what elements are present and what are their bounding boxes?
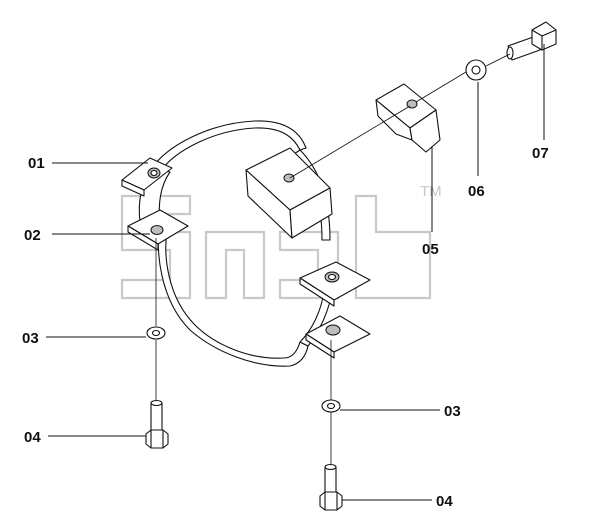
saddle-block	[245, 147, 371, 307]
bolt-07	[506, 21, 557, 61]
clamp-band	[138, 120, 333, 367]
assembly-axes	[155, 53, 511, 464]
washer-03-right	[321, 399, 341, 413]
washer-06	[465, 59, 487, 81]
bolt-04-left	[145, 399, 169, 449]
trademark-mark: TM	[420, 183, 442, 200]
cap-piece-05	[375, 83, 441, 153]
label-part-07: 07	[532, 145, 549, 162]
bracket-top-left	[121, 157, 173, 197]
washer-03-left	[146, 326, 166, 340]
label-part-04-right: 04	[436, 493, 453, 510]
label-part-04-left: 04	[24, 429, 41, 446]
bracket-left-tab	[127, 209, 189, 251]
label-part-01: 01	[28, 155, 45, 172]
leader-lines	[46, 44, 545, 501]
label-part-05: 05	[422, 241, 439, 258]
bolt-04-right	[319, 463, 343, 511]
label-part-06: 06	[468, 183, 485, 200]
label-part-02: 02	[24, 227, 41, 244]
label-part-03-right: 03	[444, 403, 461, 420]
watermark-logo: TM	[120, 183, 442, 300]
label-part-03-left: 03	[22, 330, 39, 347]
bracket-bottom-tab	[305, 315, 371, 359]
